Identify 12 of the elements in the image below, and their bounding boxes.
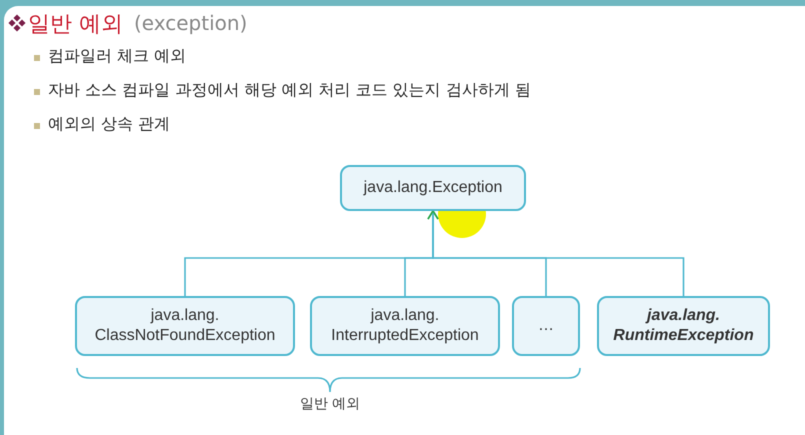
class-box: java.lang. RuntimeException xyxy=(597,296,770,356)
bullet-text: 컴파일러 체크 예외 xyxy=(48,46,186,67)
class-box: java.lang. InterruptedException xyxy=(310,296,500,356)
bullet-text: 자바 소스 컴파일 과정에서 해당 예외 처리 코드 있는지 검사하게 됨 xyxy=(48,80,531,101)
title-note: (exception) xyxy=(134,11,248,35)
class-box: java.lang.Exception xyxy=(340,165,526,211)
class-box: java.lang. ClassNotFoundException xyxy=(75,296,295,356)
bullet-text: 예외의 상속 관계 xyxy=(48,114,170,135)
connector-arrow xyxy=(427,210,684,296)
ellipsis-box: … xyxy=(512,296,580,356)
slide-title: 일반 예외 xyxy=(28,11,123,39)
brace-label: 일반 예외 xyxy=(298,395,362,413)
